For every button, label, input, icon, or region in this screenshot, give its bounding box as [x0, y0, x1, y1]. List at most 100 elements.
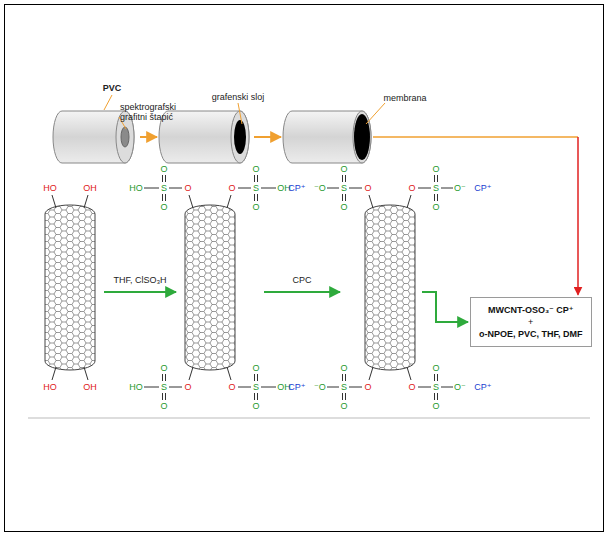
- chem-label: O: [228, 183, 235, 193]
- chemical-bond: [434, 393, 435, 400]
- chemical-bond: [162, 374, 163, 381]
- chemical-bond: [257, 194, 258, 201]
- leader-line: [238, 103, 242, 124]
- chemical-bond: [345, 175, 346, 182]
- chemical-bond: [369, 195, 373, 208]
- chem-label: O: [252, 363, 259, 373]
- chem-label: O⁻: [454, 183, 466, 193]
- part-label: grafenski sloj: [212, 92, 265, 102]
- chemical-bond: [261, 188, 276, 189]
- chemical-bond: [169, 387, 182, 388]
- chem-label: O: [408, 183, 415, 193]
- chemical-bond: [254, 175, 255, 182]
- chemical-bond: [437, 393, 438, 400]
- chemical-bond: [254, 393, 255, 400]
- chemical-bond: [227, 367, 231, 380]
- chemical-bond: [189, 195, 193, 208]
- chemical-bond: [238, 387, 251, 388]
- step-arrow: [254, 136, 281, 138]
- chemical-bond: [345, 194, 346, 201]
- chem-label: O: [228, 382, 235, 392]
- chem-label: O: [432, 363, 439, 373]
- chem-label: O: [408, 382, 415, 392]
- chemical-bond: [165, 194, 166, 201]
- chem-label: O: [160, 164, 167, 174]
- chem-label: OH: [83, 382, 97, 392]
- chemical-bond: [227, 195, 231, 208]
- chemical-bond: [238, 188, 251, 189]
- chemical-bond: [52, 367, 56, 380]
- chemical-bond: [261, 387, 276, 388]
- chemical-bond: [144, 188, 159, 189]
- chem-label: CPC: [292, 275, 311, 285]
- chem-label: S: [341, 183, 347, 193]
- chemical-bond: [349, 188, 362, 189]
- chem-label: O: [432, 202, 439, 212]
- chemical-bond: [345, 393, 346, 400]
- nanotube: [45, 205, 95, 370]
- chem-label: HO: [43, 382, 57, 392]
- chemical-bond: [257, 175, 258, 182]
- chemical-bond: [84, 367, 88, 380]
- chemical-bond: [407, 195, 411, 208]
- chem-label: CP⁺: [474, 382, 491, 392]
- chem-label: S: [253, 382, 259, 392]
- chemical-bond: [165, 175, 166, 182]
- chem-label: HO: [129, 382, 143, 392]
- drawing-part: [231, 111, 249, 163]
- chemical-bond: [162, 393, 163, 400]
- feed-line: [373, 136, 578, 138]
- chemical-bond: [441, 188, 453, 189]
- chem-label: S: [341, 382, 347, 392]
- chem-label: O: [160, 401, 167, 411]
- chemical-bond: [257, 374, 258, 381]
- nanotube: [365, 205, 415, 370]
- chemical-bond: [254, 374, 255, 381]
- chem-label: O: [252, 401, 259, 411]
- chemical-bond: [434, 194, 435, 201]
- chem-label: O: [184, 183, 191, 193]
- chemical-bond: [345, 374, 346, 381]
- chem-label: O: [340, 363, 347, 373]
- chemical-bond: [407, 367, 411, 380]
- part-label: spektrografski grafitni štapić: [120, 102, 184, 123]
- chem-label: O⁻: [454, 382, 466, 392]
- separator-line: [28, 418, 590, 419]
- chemical-bond: [327, 387, 339, 388]
- feed-arrow: [577, 137, 579, 295]
- chemical-bond: [369, 367, 373, 380]
- chem-label: O: [432, 164, 439, 174]
- chemical-bond: [84, 195, 88, 208]
- reaction-arrow: [104, 291, 176, 293]
- chem-label: THF, ClSO₃H: [113, 275, 166, 285]
- chem-label: O: [252, 202, 259, 212]
- chem-label: O: [252, 164, 259, 174]
- chem-label: O: [340, 202, 347, 212]
- drawing-part: [121, 127, 129, 147]
- chem-label: O: [160, 202, 167, 212]
- chem-label: HO: [129, 183, 143, 193]
- reaction-arrow: [264, 291, 340, 293]
- frame: [5, 5, 604, 532]
- reaction-arrow: [422, 292, 468, 322]
- bond-layer: [52, 137, 578, 400]
- chemical-bond: [437, 194, 438, 201]
- electrode-membrane: [283, 111, 371, 163]
- chem-label: O: [364, 183, 371, 193]
- chemical-bond: [434, 175, 435, 182]
- part-label: membrana: [383, 93, 426, 103]
- chemical-bond: [144, 387, 159, 388]
- chem-label: CP⁺: [474, 183, 491, 193]
- chem-label: ⁻O: [314, 183, 326, 193]
- chem-label: O: [340, 164, 347, 174]
- chem-label: S: [161, 183, 167, 193]
- chemical-bond: [162, 194, 163, 201]
- chemical-bond: [327, 188, 339, 189]
- leader-line: [104, 95, 112, 110]
- box-text: +: [479, 316, 583, 328]
- chemical-bond: [169, 188, 182, 189]
- part-label: PVC: [103, 83, 122, 93]
- chemical-bond: [189, 367, 193, 380]
- chemical-bond: [349, 387, 362, 388]
